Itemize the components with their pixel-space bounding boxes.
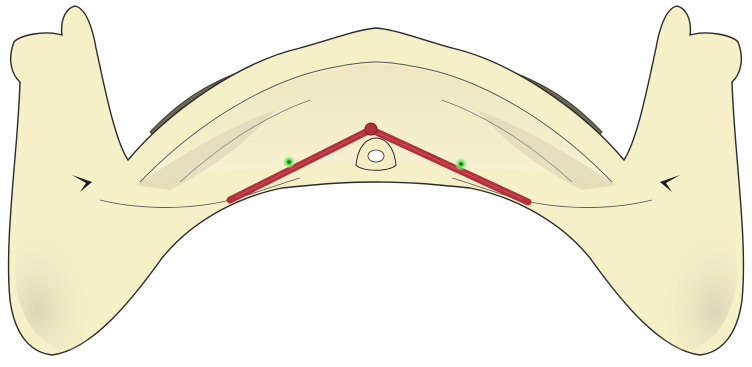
central-joint <box>365 123 377 135</box>
right-pin-core <box>459 162 463 166</box>
left-pin-core <box>287 160 291 164</box>
right-ramus-shade <box>627 190 737 350</box>
tubercle-hole <box>368 150 384 162</box>
left-ramus-shade <box>15 190 125 350</box>
